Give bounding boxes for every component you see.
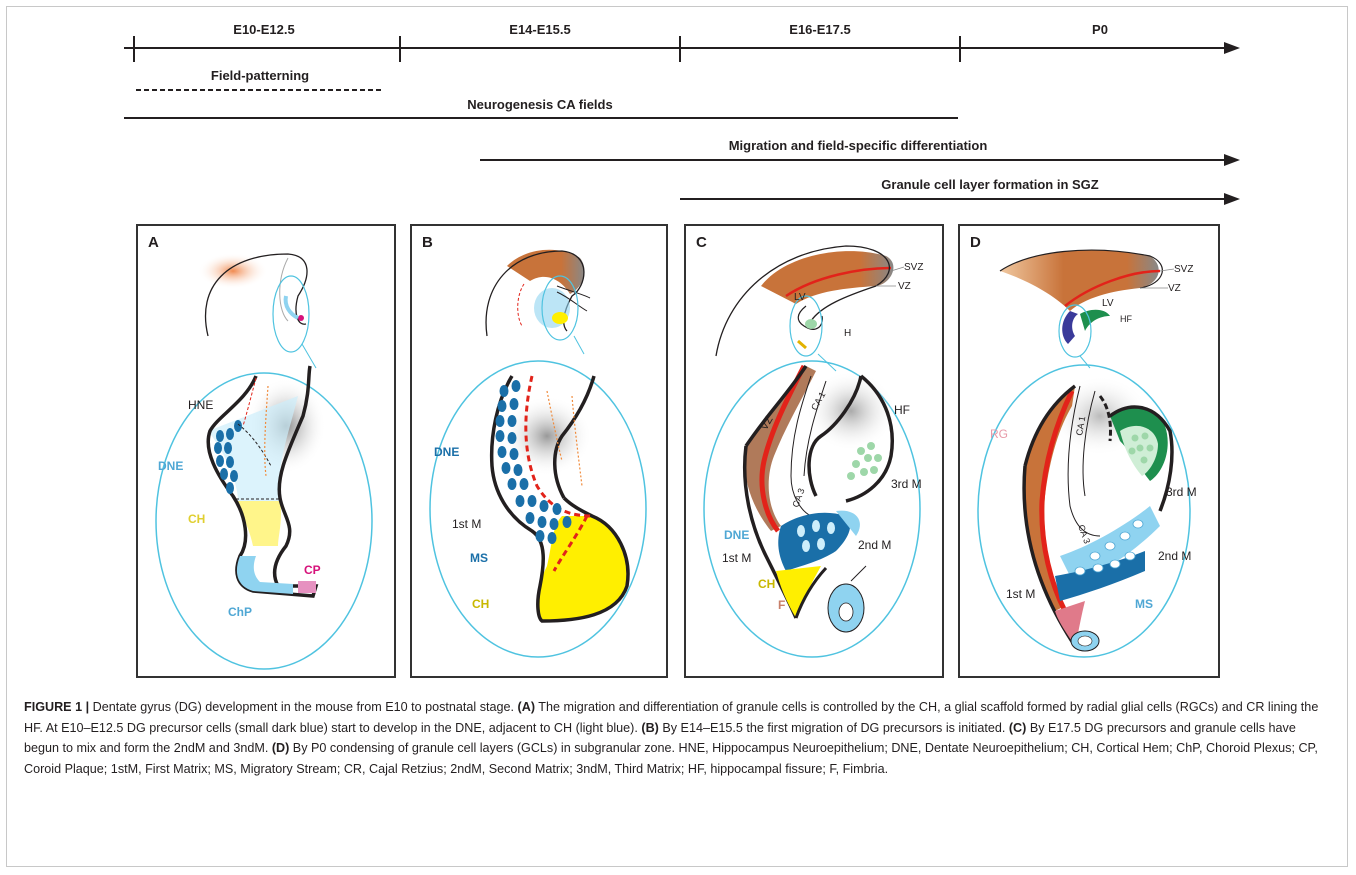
panel-d: D SVZ LV VZ HF (958, 224, 1220, 678)
panel-a: A HNE DNE (136, 224, 396, 678)
caption-figure-label: FIGURE 1 | (24, 700, 89, 714)
label-svz: SVZ (904, 262, 923, 273)
label-f: F (778, 598, 785, 612)
stage-label-2: E14-E15.5 (509, 22, 570, 37)
label-ca3: CA 3 (1076, 523, 1092, 545)
label-dne: DNE (158, 459, 183, 473)
label-cp: CP (304, 563, 321, 577)
label-2nd-m: 2nd M (858, 538, 891, 552)
stage-label-3: E16-E17.5 (789, 22, 850, 37)
granule-label: Granule cell layer formation in SGZ (881, 177, 1098, 192)
label-dne: DNE (434, 445, 459, 459)
stage-label-4: P0 (1092, 22, 1108, 37)
label-lv: LV (794, 292, 806, 303)
timeline (0, 0, 1356, 215)
panel-b: B (410, 224, 668, 678)
label-1st-m: 1st M (722, 551, 751, 565)
field-patterning-label: Field-patterning (211, 68, 309, 83)
caption-intro: Dentate gyrus (DG) development in the mo… (89, 700, 517, 714)
label-hf: HF (894, 403, 910, 417)
panel-c: C SVZ LV VZ H (684, 224, 944, 678)
label-hne: HNE (188, 398, 213, 412)
label-dne: DNE (724, 528, 749, 542)
stage-label-1: E10-E12.5 (233, 22, 294, 37)
panel-a-diagram: HNE DNE CH CP ChP (138, 226, 393, 675)
label-2nd-m: 2nd M (1158, 549, 1191, 563)
label-vz-top: VZ (898, 281, 911, 292)
panel-b-diagram: DNE 1st M MS CH (412, 226, 665, 675)
label-ms: MS (1135, 597, 1153, 611)
label-3rd-m: 3rd M (891, 477, 922, 491)
panel-d-diagram: SVZ LV VZ HF RG CA 1 (960, 226, 1217, 675)
migration-label: Migration and field-specific differentia… (729, 138, 988, 153)
label-lv: LV (1102, 298, 1114, 309)
label-chp: ChP (228, 605, 252, 619)
label-ch: CH (758, 577, 775, 591)
caption-b-text: By E14–E15.5 the first migration of DG p… (659, 721, 1009, 735)
caption-d-label: (D) (272, 741, 289, 755)
caption-b-label: (B) (641, 721, 658, 735)
label-hf: HF (1120, 314, 1132, 324)
label-ch: CH (472, 597, 489, 611)
label-3rd-m: 3rd M (1166, 485, 1197, 499)
label-ch: CH (188, 512, 205, 526)
label-h: H (844, 328, 851, 339)
label-ms: MS (470, 551, 488, 565)
label-svz: SVZ (1174, 264, 1193, 275)
label-vz-top: VZ (1168, 283, 1181, 294)
label-rg: RG (990, 427, 1008, 441)
panel-c-diagram: SVZ LV VZ H VZ CA 1 (686, 226, 941, 675)
figure-caption: FIGURE 1 | Dentate gyrus (DG) developmen… (24, 697, 1334, 779)
label-1st-m: 1st M (1006, 587, 1035, 601)
caption-a-label: (A) (518, 700, 535, 714)
neurogenesis-label: Neurogenesis CA fields (467, 97, 612, 112)
caption-c-label: (C) (1009, 721, 1026, 735)
label-1st-m: 1st M (452, 517, 481, 531)
